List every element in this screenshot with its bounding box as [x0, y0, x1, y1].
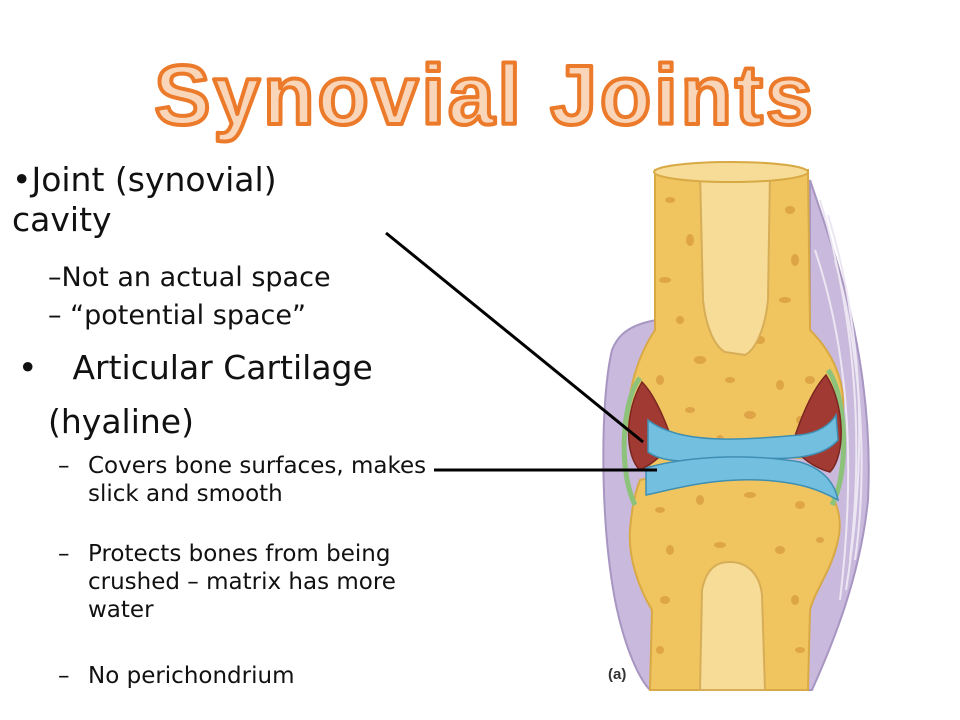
sub-bullet-not-actual-space: –Not an actual space	[48, 262, 331, 293]
sub-bullet-potential-space: – “potential space”	[48, 300, 306, 331]
articular-cartilage-lower	[645, 456, 840, 502]
sub-bullet-no-perichondrium: – No perichondrium	[58, 662, 294, 690]
dash-marker: –	[58, 453, 70, 479]
leader-line-joint-cavity	[385, 231, 644, 444]
bullet-joint-cavity-line-2: cavity	[12, 200, 112, 239]
sub-bullet-no-perichondrium-text: No perichondrium	[88, 663, 295, 689]
bullet-articular-hyaline: (hyaline)	[48, 402, 194, 441]
bullet-articular-cartilage: • Articular Cartilage	[18, 348, 373, 388]
medullary-cavity	[698, 171, 772, 357]
dash-marker: –	[58, 663, 70, 689]
bullet-dot: •	[18, 348, 38, 387]
synovial-membrane-left	[621, 376, 643, 507]
upper-bone	[626, 161, 845, 472]
spongy-bone-texture-lower	[655, 492, 824, 654]
bullet-articular-label: Articular Cartilage	[72, 348, 373, 387]
bullet-joint-cavity: •Joint (synovial) cavity	[12, 160, 432, 240]
ligament-fibers	[814, 199, 863, 601]
figure-label: (a)	[608, 666, 627, 683]
sub-bullet-protects: – Protects bones from being crushed – ma…	[58, 540, 443, 624]
dash-marker: –	[58, 541, 70, 567]
synovial-membrane-right	[825, 368, 847, 507]
lower-bone	[628, 465, 841, 691]
medullary-cavity-lower	[698, 560, 767, 691]
title-text: Synovial Joints	[154, 48, 815, 142]
bullet-joint-cavity-line-1: •Joint (synovial)	[12, 160, 277, 199]
slide-title: Synovial Joints	[152, 46, 815, 144]
sub-bullet-covers: – Covers bone surfaces, makes slick and …	[58, 452, 443, 508]
sub-bullet-protects-text: Protects bones from being crushed – matr…	[88, 541, 396, 623]
sub-bullet-covers-text: Covers bone surfaces, makes slick and sm…	[88, 453, 427, 507]
bone-shaft-top	[653, 161, 809, 183]
